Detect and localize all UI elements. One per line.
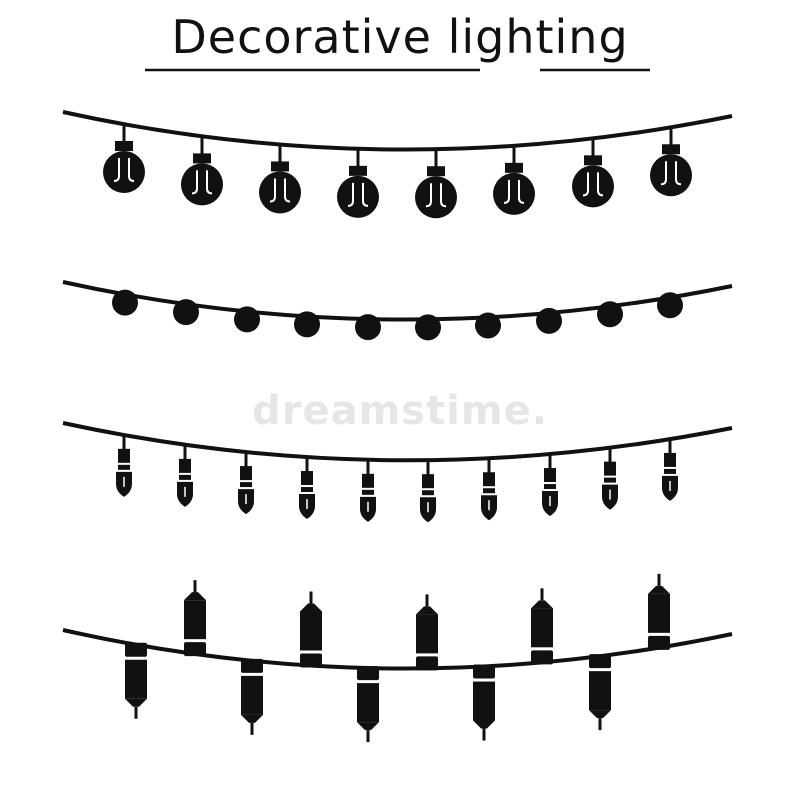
wire (62, 628, 733, 671)
tube-bulb (648, 573, 670, 650)
dot-bulb (234, 306, 260, 333)
dot-bulb (597, 301, 623, 328)
wire (62, 280, 733, 322)
small-bulb (177, 444, 193, 507)
small-bulb (299, 457, 315, 520)
tube-bulb (531, 588, 553, 665)
round-bulb (103, 123, 145, 193)
round-bulb (493, 145, 535, 215)
round-bulb (650, 127, 692, 197)
small-bulb (420, 460, 436, 523)
round-bulb (181, 136, 223, 206)
tube-bulb (184, 580, 206, 657)
tube-bulb (357, 666, 379, 743)
small-bulb-garland (62, 421, 733, 523)
small-bulb (360, 459, 376, 522)
small-bulb (238, 452, 254, 515)
wire (62, 110, 733, 152)
small-bulb (542, 454, 558, 517)
round-bulb (337, 148, 379, 218)
round-bulb-garland (62, 110, 733, 219)
round-bulb (259, 144, 301, 214)
dot-bulb (657, 292, 683, 319)
dot-bulb (294, 311, 320, 338)
tube-bulb (589, 654, 611, 731)
small-bulb (116, 434, 132, 497)
dot-garland (62, 280, 733, 341)
page-title: Decorative lighting (171, 10, 629, 64)
wire (62, 421, 733, 463)
dot-bulb (173, 299, 199, 326)
dot-bulb (355, 314, 381, 341)
dot-bulb (112, 289, 138, 316)
tube-bulb (416, 594, 438, 671)
tube-bulb (241, 658, 263, 735)
tube-bulb (473, 664, 495, 741)
dot-bulb (415, 314, 441, 341)
round-bulb (572, 138, 614, 208)
round-bulb (415, 149, 457, 219)
small-bulb (602, 447, 618, 510)
small-bulb (662, 438, 678, 501)
watermark-text: dreamstime. (252, 388, 548, 434)
tube-bulb (300, 591, 322, 668)
small-bulb (481, 458, 497, 521)
tube-bulb (125, 642, 147, 719)
dot-bulb (475, 312, 501, 339)
tube-bulb-garland (62, 573, 733, 743)
dot-bulb (536, 307, 562, 334)
